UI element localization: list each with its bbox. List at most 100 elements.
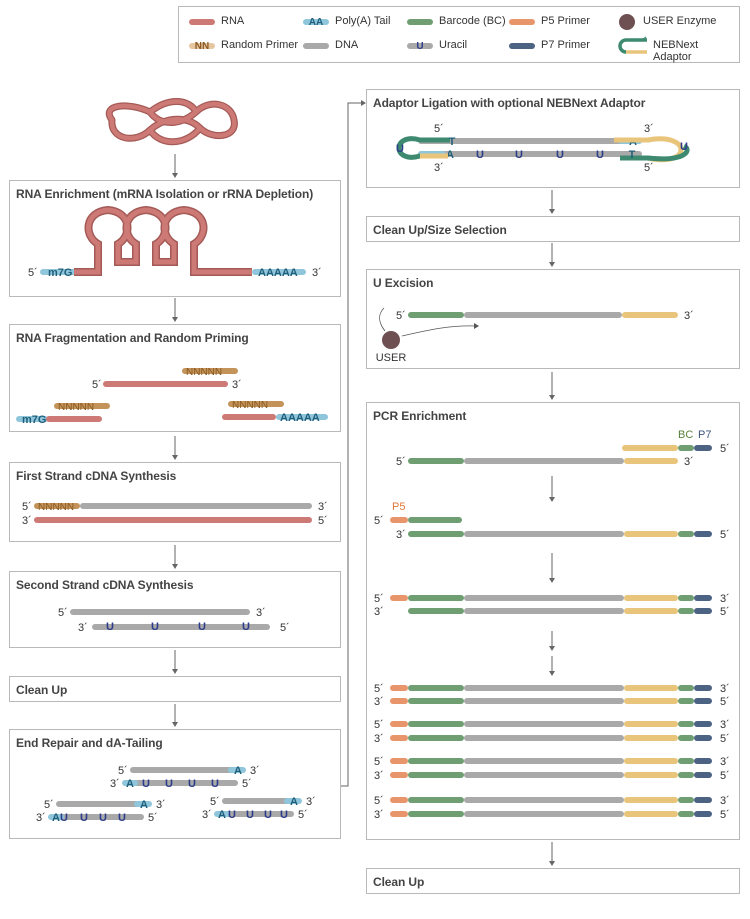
strand-label: 5´	[148, 812, 158, 824]
rna-fragment	[46, 416, 102, 422]
strand-label: 5´	[720, 606, 730, 618]
cap-segment	[40, 269, 78, 275]
step-size-selection: Clean Up/Size Selection	[366, 216, 740, 242]
strand-label: 3´	[374, 696, 384, 708]
strand-label: 5´	[242, 778, 252, 790]
step-u-excision: U Excision	[366, 269, 740, 369]
legend-barcode-label: Barcode (BC)	[439, 15, 506, 27]
adaptor-green-segment	[408, 531, 464, 537]
step-title: Clean Up	[16, 683, 68, 697]
strand-label: 3´	[232, 379, 242, 391]
strand-label: 3´	[78, 622, 88, 634]
random-primer	[34, 503, 80, 509]
strand-label: 3´	[156, 799, 166, 811]
adaptor-yellow-segment	[624, 698, 678, 704]
arrow-head	[172, 455, 178, 460]
t-overhang-label: T	[449, 136, 456, 148]
barcode-segment	[678, 595, 694, 601]
legend-dna-swatch	[303, 43, 329, 49]
adaptor-green-segment	[408, 758, 464, 764]
a-tail-label: A	[52, 812, 60, 824]
strand-label: 5´	[374, 756, 384, 768]
legend-box: NN AA U RNA Random Primer Poly(A) Tail D…	[178, 6, 740, 63]
step-title: End Repair and dA-Tailing	[16, 736, 163, 750]
strand-label: 5´	[644, 162, 654, 174]
a-tail	[122, 780, 138, 786]
strand-label: 5´	[118, 765, 128, 777]
adaptor-yellow-segment	[624, 531, 678, 537]
p7-segment	[694, 772, 712, 778]
p5-label: P5	[392, 501, 405, 513]
arrow-head	[549, 861, 555, 866]
adaptor-green-segment	[408, 595, 464, 601]
adaptor-green-segment	[408, 517, 462, 523]
legend-rna-swatch	[189, 19, 215, 25]
step-first-strand: First Strand cDNA Synthesis	[9, 462, 341, 542]
p7-label: P7	[698, 429, 711, 441]
uracil-label: U	[476, 149, 484, 161]
adaptor-yellow-segment	[624, 758, 678, 764]
strand-label: 3´	[306, 796, 316, 808]
uracil-label: U	[242, 621, 250, 633]
strand-label: 5´	[720, 529, 730, 541]
arrow-head	[361, 100, 366, 106]
strand-label: 5´	[720, 696, 730, 708]
random-primer-label: NNNNN	[232, 400, 268, 411]
strand-label: 5´	[92, 379, 102, 391]
random-primer-label: NNNNN	[38, 502, 74, 513]
legend-p7-swatch	[509, 43, 535, 49]
adaptor-green-segment	[408, 608, 464, 614]
dna-strand	[464, 797, 624, 803]
strand-label: 5´	[374, 795, 384, 807]
rna-fragment	[222, 414, 276, 420]
a-tail-label: A	[290, 796, 298, 808]
arrow-head	[549, 646, 555, 651]
arrow-head	[549, 262, 555, 267]
legend-polya-swatch	[303, 19, 329, 25]
dna-strand	[464, 312, 622, 318]
five-prime-label: 5´	[28, 267, 38, 279]
uracil-label: U	[198, 621, 206, 633]
uracil-label: U	[188, 778, 196, 790]
random-primer	[182, 368, 238, 374]
adaptor-green-segment	[408, 685, 464, 691]
barcode-segment	[678, 698, 694, 704]
strand-label: 3´	[396, 529, 406, 541]
arrow-head	[549, 497, 555, 502]
p7-segment	[694, 531, 712, 537]
dna-strand	[222, 798, 294, 804]
cap-segment	[16, 416, 48, 422]
p7-segment	[694, 735, 712, 741]
barcode-segment	[678, 811, 694, 817]
strand-label: 5´	[720, 733, 730, 745]
strand-label: 3´	[374, 809, 384, 821]
step-rna-enrichment: RNA Enrichment (mRNA Isolation or rRNA D…	[9, 180, 341, 297]
adaptor-green-segment	[408, 312, 464, 318]
step-title: RNA Enrichment (mRNA Isolation or rRNA D…	[16, 187, 314, 201]
random-primer	[54, 403, 110, 409]
cap-label: m7G	[48, 267, 72, 279]
strand-label: 5´	[318, 515, 328, 527]
strand-label: 3´	[720, 756, 730, 768]
legend-random-primer-symbol: NN	[195, 41, 209, 52]
dna-strand	[464, 595, 624, 601]
adaptor-green-segment	[408, 797, 464, 803]
p7-segment	[694, 721, 712, 727]
adaptor-green-segment	[408, 698, 464, 704]
column-connector	[341, 102, 362, 787]
adaptor-yellow-segment	[624, 458, 678, 464]
arrow-head	[549, 395, 555, 400]
t-overhang-label: T	[629, 149, 636, 161]
a-tail	[228, 767, 246, 773]
strand-label: 3´	[434, 162, 444, 174]
step-clean-up-2: Clean Up	[366, 868, 740, 894]
enzyme-arrow	[379, 307, 386, 332]
user-label: USER	[376, 352, 407, 364]
barcode-segment	[678, 531, 694, 537]
uracil-label: U	[515, 149, 523, 161]
uracil-label: U	[118, 812, 126, 824]
dna-strand	[464, 698, 624, 704]
a-tail-label: A	[446, 149, 454, 161]
strand-label: 3´	[202, 809, 212, 821]
uracil-label: U	[106, 621, 114, 633]
